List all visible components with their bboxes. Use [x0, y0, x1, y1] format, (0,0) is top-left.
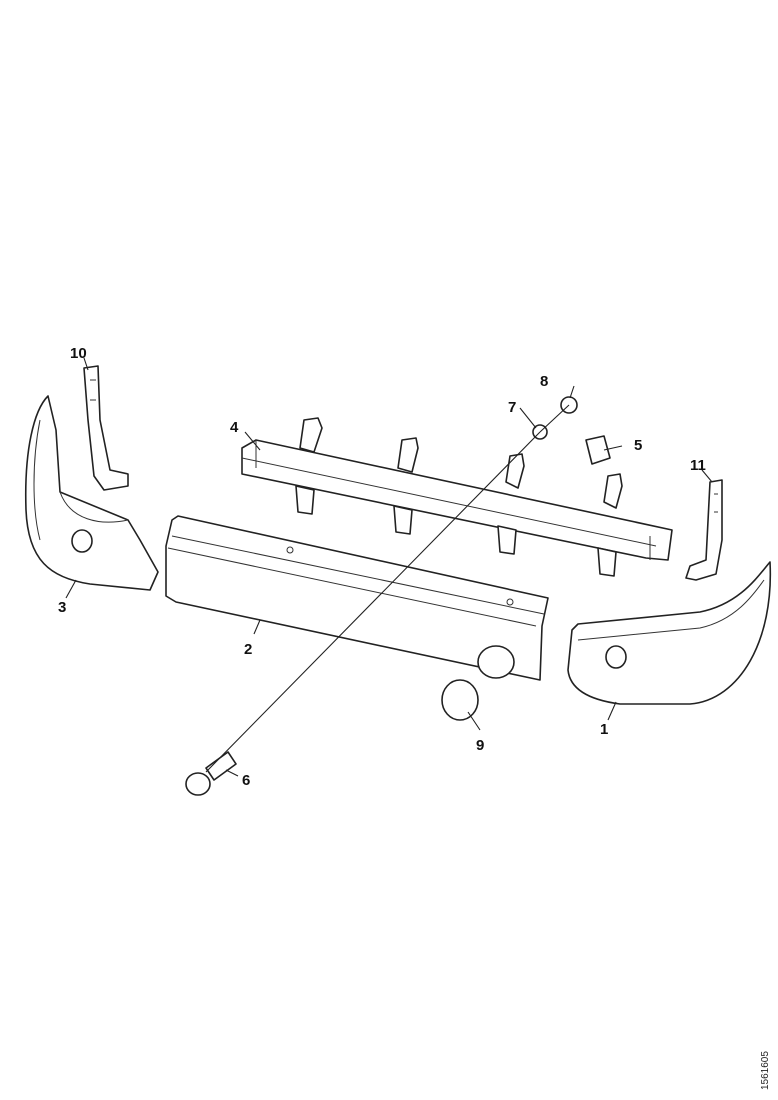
callout-9: 9 — [476, 737, 484, 754]
tow-eye-cover — [441, 645, 515, 721]
callout-10: 10 — [70, 345, 87, 362]
callout-1: 1 — [600, 721, 608, 738]
mounting-bracket-5 — [585, 435, 611, 465]
callout-7: 7 — [508, 399, 516, 416]
leader-lines — [65, 357, 713, 777]
right-bumper-corner — [567, 561, 772, 705]
left-bracket-10 — [83, 365, 129, 491]
bolt — [185, 751, 237, 796]
right-bracket-11 — [685, 479, 723, 581]
left-bumper-corner — [24, 395, 159, 591]
callout-4: 4 — [230, 419, 239, 436]
callout-3: 3 — [58, 599, 66, 616]
callout-6: 6 — [242, 772, 250, 789]
drawing-number: 1561605 — [760, 1051, 771, 1090]
support-beam — [241, 417, 673, 577]
callout-8: 8 — [540, 373, 548, 390]
callout-11: 11 — [690, 457, 706, 474]
center-bumper-panel — [165, 515, 549, 681]
callout-2: 2 — [244, 641, 252, 658]
callout-5: 5 — [634, 437, 642, 454]
